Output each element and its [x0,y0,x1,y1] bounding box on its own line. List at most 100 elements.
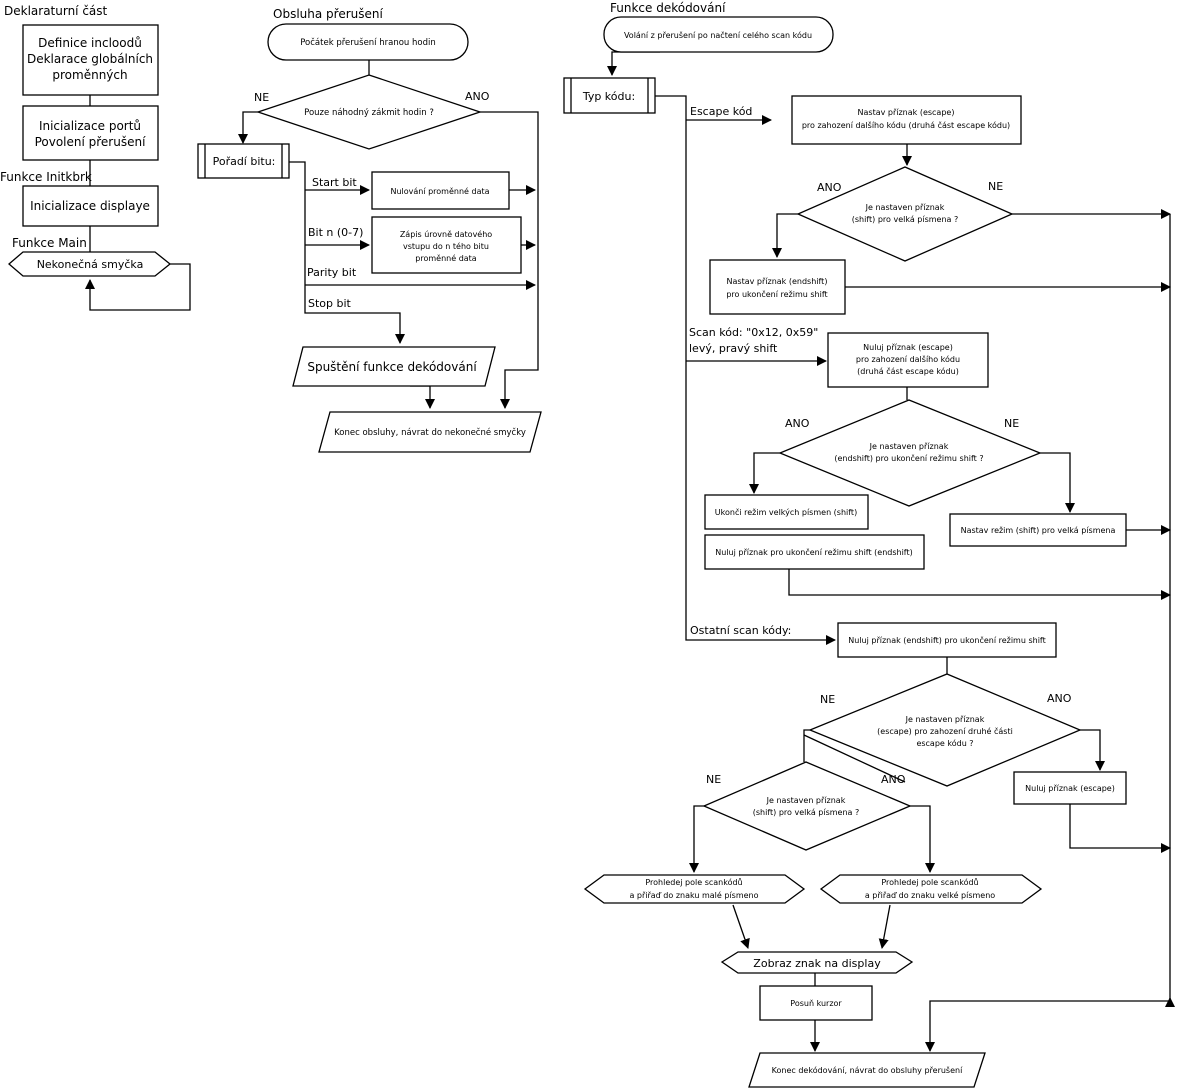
shift-q-yes-label: ANO [817,181,842,194]
set-shift-label: Nastav režim (shift) pro velká písmena [961,526,1116,535]
bit-n-label: Bit n (0-7) [308,226,363,239]
start-bit-label: Start bit [312,176,357,189]
definitions-line-3: proměnných [52,68,127,82]
scan-shift-line-2: levý, pravý shift [689,342,778,355]
init-ports-box: Inicializace portů Povolení přerušení [22,105,159,161]
definitions-line-2: Deklarace globálních [27,52,153,66]
definitions-line-1: Definice incloodů [38,36,142,50]
clear-escape-line-3: (druhá část escape kódu) [857,366,959,376]
escape-decision-line-1: Je nastaven příznak [905,715,985,724]
move-cursor-box: Posuň kurzor [759,985,873,1021]
endshift-decision-line-1: Je nastaven příznak [869,442,949,451]
code-type-label: Typ kódu: [582,90,635,103]
bit-order-label: Pořadí bitu: [213,155,276,168]
shift-decision: Je nastaven příznak (shift) pro velká pí… [796,166,1014,262]
clear-data-box: Nulování proměnné data [371,171,510,210]
clear-escape-line-1: Nuluj příznak (escape) [863,343,953,352]
clear-escape-short-box: Nuluj příznak (escape) [1013,771,1127,805]
show-char-hexagon: Zobraz znak na display [720,951,914,974]
end-caps-box: Ukonči režim velkých písmen (shift) [704,494,869,530]
shift2-q-yes-label: ANO [881,773,906,786]
escape-code-label: Escape kód [690,105,752,118]
parity-bit-label: Parity bit [307,266,357,279]
lowercase-hexagon: Prohledej pole scankódů a přiřaď do znak… [583,874,806,904]
interrupt-start-label: Počátek přerušení hranou hodin [300,37,436,48]
definitions-box: Definice incloodů Deklarace globálních p… [22,24,159,96]
connectors [85,51,1175,1052]
write-bit-line-2: vstupu do n tého bitu [403,241,489,251]
move-cursor-label: Posuň kurzor [790,998,842,1008]
bit-order-box: Pořadí bitu: [197,143,290,179]
escape-no-diagonal [803,734,906,783]
clear-escape-box: Nuluj příznak (escape) pro zahození dalš… [827,332,989,388]
set-escape-box: Nastav příznak (escape) pro zahození dal… [791,95,1022,145]
set-endshift-line-1: Nastav příznak (endshift) [727,277,828,286]
shift2-decision-line-1: Je nastaven příznak [766,796,846,805]
show-char-label: Zobraz znak na display [753,957,881,970]
infinite-loop-hexagon: Nekonečná smyčka [8,251,172,277]
other-codes-label: Ostatní scan kódy: [690,624,791,637]
scan-shift-line-1: Scan kód: "0x12, 0x59" [689,326,818,339]
decode-call-terminal: Volání z přerušení po načtení celého sca… [603,16,834,53]
run-decode-label: Spuštění funkce dekódování [307,360,477,374]
init-display-label: Inicializace displaye [30,199,150,213]
set-shift-box: Nastav režim (shift) pro velká písmena [949,513,1127,547]
set-escape-line-2: pro zahození dalšího kódu (druhá část es… [802,120,1010,130]
end-caps-label: Ukonči režim velkých písmen (shift) [715,507,857,517]
glitch-yes-label: ANO [465,90,490,103]
uppercase-hexagon: Prohledej pole scankódů a přiřaď do znak… [819,874,1043,904]
glitch-decision-label: Pouze náhodný zákmit hodin ? [304,108,434,118]
uppercase-line-2: a přiřaď do znaku velké písmeno [865,890,995,900]
endshift-q-yes-label: ANO [785,417,810,430]
write-bit-box: Zápis úrovně datového vstupu do n tého b… [371,216,522,274]
endshift-q-no-label: NE [1004,417,1019,430]
shift-decision-line-1: Je nastaven příznak [865,203,945,212]
code-type-box: Typ kódu: [563,77,656,114]
glitch-decision: Pouze náhodný zákmit hodin ? [255,74,483,150]
write-bit-line-1: Zápis úrovně datového [400,229,492,239]
glitch-no-label: NE [254,91,269,104]
stop-bit-label: Stop bit [308,297,352,310]
set-endshift-box: Nastav příznak (endshift) pro ukončení r… [709,259,846,315]
section-title-declaration: Deklaraturní část [4,4,108,18]
infinite-loop-label: Nekonečná smyčka [37,258,144,271]
decode-end-parallelogram: Konec dekódování, návrat do obsluhy přer… [748,1052,986,1088]
shift-decision-line-2: (shift) pro velká písmena ? [852,215,958,224]
escape-q-no-label: NE [820,693,835,706]
decode-end-label: Konec dekódování, návrat do obsluhy přer… [772,1065,963,1075]
clear-endshift-box: Nuluj příznak pro ukončení režimu shift … [704,534,925,570]
interrupt-end-parallelogram: Konec obsluhy, návrat do nekonečné smyčk… [318,411,542,453]
run-decode-parallelogram: Spuštění funkce dekódování [292,346,496,387]
section-title-initkbrk: Funkce Initkbrk [0,170,92,184]
set-escape-line-1: Nastav příznak (escape) [858,108,955,117]
decode-call-label: Volání z přerušení po načtení celého sca… [624,30,812,40]
endshift-decision-line-2: (endshift) pro ukončení režimu shift ? [834,453,983,463]
escape-decision-line-2: (escape) pro zahození druhé části [877,726,1013,736]
clear-endshift-label: Nuluj příznak pro ukončení režimu shift … [715,547,912,557]
clear-endshift2-label: Nuluj příznak (endshift) pro ukončení re… [848,635,1045,645]
escape-q-yes-label: ANO [1047,692,1072,705]
clear-escape-line-2: pro zahození dalšího kódu [856,354,960,364]
shift2-decision: Je nastaven příznak (shift) pro velká pí… [702,761,912,851]
section-title-interrupt: Obsluha přerušení [273,7,383,21]
clear-escape-short-label: Nuluj příznak (escape) [1025,784,1115,793]
uppercase-line-1: Prohledej pole scankódů [881,877,978,887]
init-display-box: Inicializace displaye [22,185,159,227]
init-ports-line-2: Povolení přerušení [35,135,147,149]
init-ports-line-1: Inicializace portů [39,119,141,133]
write-bit-line-3: proměnné data [415,253,477,263]
shift2-decision-line-2: (shift) pro velká písmena ? [753,808,859,817]
endshift-decision: Je nastaven příznak (endshift) pro ukonč… [778,399,1042,507]
shift2-q-no-label: NE [706,773,721,786]
section-title-decode: Funkce dekódování [610,1,726,15]
escape-decision-line-3: escape kódu ? [916,738,973,748]
clear-data-label: Nulování proměnné data [390,186,489,196]
lowercase-line-1: Prohledej pole scankódů [645,877,742,887]
set-endshift-line-2: pro ukončení režimu shift [726,289,827,299]
escape-decision: Je nastaven příznak (escape) pro zahozen… [808,673,1082,787]
interrupt-end-label: Konec obsluhy, návrat do nekonečné smyčk… [334,427,526,438]
interrupt-start-terminal: Počátek přerušení hranou hodin [267,23,469,61]
section-title-main: Funkce Main [12,236,87,250]
clear-endshift2-box: Nuluj příznak (endshift) pro ukončení re… [837,622,1057,658]
